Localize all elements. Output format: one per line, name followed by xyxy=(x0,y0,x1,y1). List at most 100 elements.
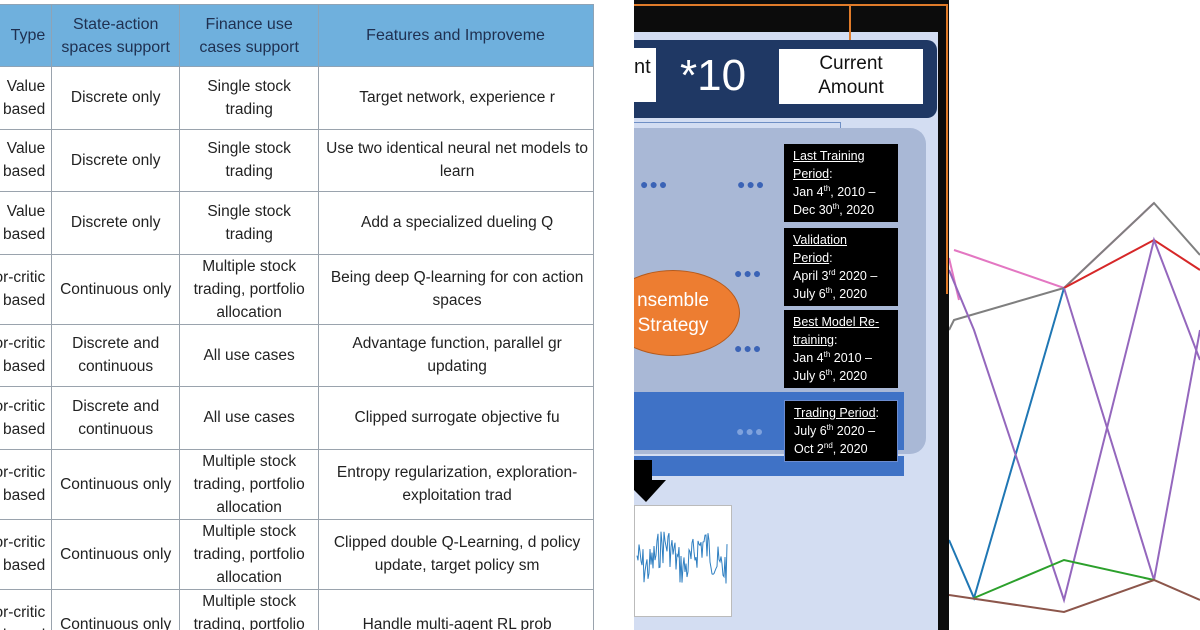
cell-state-action-spaces: Discrete only xyxy=(51,66,181,130)
period-start: July 6th 2020 – xyxy=(794,422,876,438)
cell-features: Entropy regularization, exploration-expl… xyxy=(318,448,594,520)
performance-mini-chart xyxy=(634,505,732,617)
cell-state-action-spaces: Continuous only xyxy=(51,253,181,325)
period-title: Last Training xyxy=(793,149,865,163)
cell-type: ctor-critic based xyxy=(0,386,53,450)
cell-state-action-spaces: Continuous only xyxy=(51,588,181,630)
ellipsis-dots: ●●● xyxy=(734,340,763,356)
header-features: Features and Improveme xyxy=(318,4,594,67)
period-end: Oct 2nd, 2020 xyxy=(794,440,868,456)
period-title: training xyxy=(793,333,834,347)
geometry-line-figure xyxy=(949,0,1200,630)
cell-type: ctor-critic based xyxy=(0,518,53,590)
cell-finance-use-cases: Multiple stock trading, portfolio alloca… xyxy=(179,588,320,630)
algorithm-comparison-table-panel: Type State-action spaces support Finance… xyxy=(0,4,594,630)
geometry-lines-svg xyxy=(949,201,1200,614)
ellipsis-dots: ●●● xyxy=(736,423,765,439)
validation-period-box: Validation Period: April 3rd 2020 – July… xyxy=(784,228,898,306)
initial-amount-box: nt xyxy=(634,48,656,102)
header-finance-use-cases: Finance use cases support xyxy=(179,4,320,67)
green-line xyxy=(973,558,1155,599)
cell-features: Being deep Q-learning for con action spa… xyxy=(318,253,594,325)
purple-line xyxy=(949,236,1200,604)
orange-connector-line xyxy=(849,4,851,44)
cell-type: Value based xyxy=(0,191,53,255)
period-title: Trading Period xyxy=(794,406,876,420)
blue-line xyxy=(949,287,1065,601)
cell-type: ctor-critic based xyxy=(0,588,53,630)
pink-line xyxy=(953,202,1155,290)
cell-state-action-spaces: Continuous only xyxy=(51,518,181,590)
last-training-period-box: Last Training Period: Jan 4th, 2010 – De… xyxy=(784,144,898,222)
current-amount-line2: Amount xyxy=(818,77,884,98)
cell-features: Clipped double Q-Learning, d policy upda… xyxy=(318,518,594,590)
ellipsis-dots: ●●● xyxy=(734,265,763,281)
cell-state-action-spaces: Discrete only xyxy=(51,191,181,255)
cell-type: ctor-critic based xyxy=(0,323,53,387)
ensemble-strategy-diagram: nt *10 Current Amount ●●● ●●● ●●● ●●● ●●… xyxy=(634,0,949,630)
cell-type: Value based xyxy=(0,128,53,192)
cell-finance-use-cases: Multiple stock trading, portfolio alloca… xyxy=(179,518,320,590)
header-state-action-spaces: State-action spaces support xyxy=(51,4,181,67)
down-arrow-icon xyxy=(634,460,666,502)
period-title: Period xyxy=(793,167,830,181)
cell-type: ctor-critic based xyxy=(0,253,53,325)
table-header-row: Type State-action spaces support Finance… xyxy=(0,4,594,67)
header-type: Type xyxy=(0,4,53,67)
cell-state-action-spaces: Discrete and continuous xyxy=(51,323,181,387)
cell-finance-use-cases: All use cases xyxy=(179,386,320,450)
cell-type: Value based xyxy=(0,66,53,130)
period-title: Period xyxy=(793,251,830,265)
cell-finance-use-cases: All use cases xyxy=(179,323,320,387)
cell-finance-use-cases: Single stock trading xyxy=(179,128,320,192)
cell-state-action-spaces: Discrete only xyxy=(51,128,181,192)
period-end: Dec 30th, 2020 xyxy=(793,201,875,217)
period-end: July 6th, 2020 xyxy=(793,367,868,383)
cell-type: ctor-critic based xyxy=(0,448,53,520)
cell-features: Target network, experience r xyxy=(318,66,594,130)
cell-finance-use-cases: Multiple stock trading, portfolio alloca… xyxy=(179,253,320,325)
cell-features: Advantage function, parallel gr updating xyxy=(318,323,594,387)
period-end: July 6th, 2020 xyxy=(793,285,868,301)
current-amount-line1: Current xyxy=(819,53,883,74)
algorithm-comparison-table: Type State-action spaces support Finance… xyxy=(0,4,594,630)
cell-finance-use-cases: Single stock trading xyxy=(179,191,320,255)
ellipsis-dots: ●●● xyxy=(737,176,766,192)
mini-chart-line xyxy=(636,531,728,584)
period-title: Validation xyxy=(793,233,847,247)
gray-line xyxy=(949,201,1200,331)
mini-chart-series xyxy=(636,531,728,584)
ellipsis-dots: ●●● xyxy=(640,176,669,192)
cell-finance-use-cases: Single stock trading xyxy=(179,66,320,130)
cell-state-action-spaces: Discrete and continuous xyxy=(51,386,181,450)
best-model-retraining-box: Best Model Re- training: Jan 4th 2010 – … xyxy=(784,310,898,388)
red-line xyxy=(1063,238,1200,289)
cell-features: Use two identical neural net models to l… xyxy=(318,128,594,192)
ensemble-line2: Strategy xyxy=(637,315,709,336)
current-amount-box: Current Amount xyxy=(779,49,923,104)
pink-line xyxy=(949,257,960,301)
ensemble-line1: nsemble xyxy=(637,290,709,311)
multiplier-label: *10 xyxy=(680,51,747,100)
brown-line xyxy=(949,578,1200,614)
period-title: Best Model Re- xyxy=(793,315,880,329)
cell-state-action-spaces: Continuous only xyxy=(51,448,181,520)
cell-features: Add a specialized dueling Q xyxy=(318,191,594,255)
cell-features: Clipped surrogate objective fu xyxy=(318,386,594,450)
ensemble-strategy-ellipse: nsemble Strategy xyxy=(634,270,740,356)
period-start: April 3rd 2020 – xyxy=(793,267,878,283)
cell-finance-use-cases: Multiple stock trading, portfolio alloca… xyxy=(179,448,320,520)
period-start: Jan 4th 2010 – xyxy=(793,349,872,365)
cell-features: Handle multi-agent RL prob xyxy=(318,588,594,630)
connector-line xyxy=(634,122,840,123)
